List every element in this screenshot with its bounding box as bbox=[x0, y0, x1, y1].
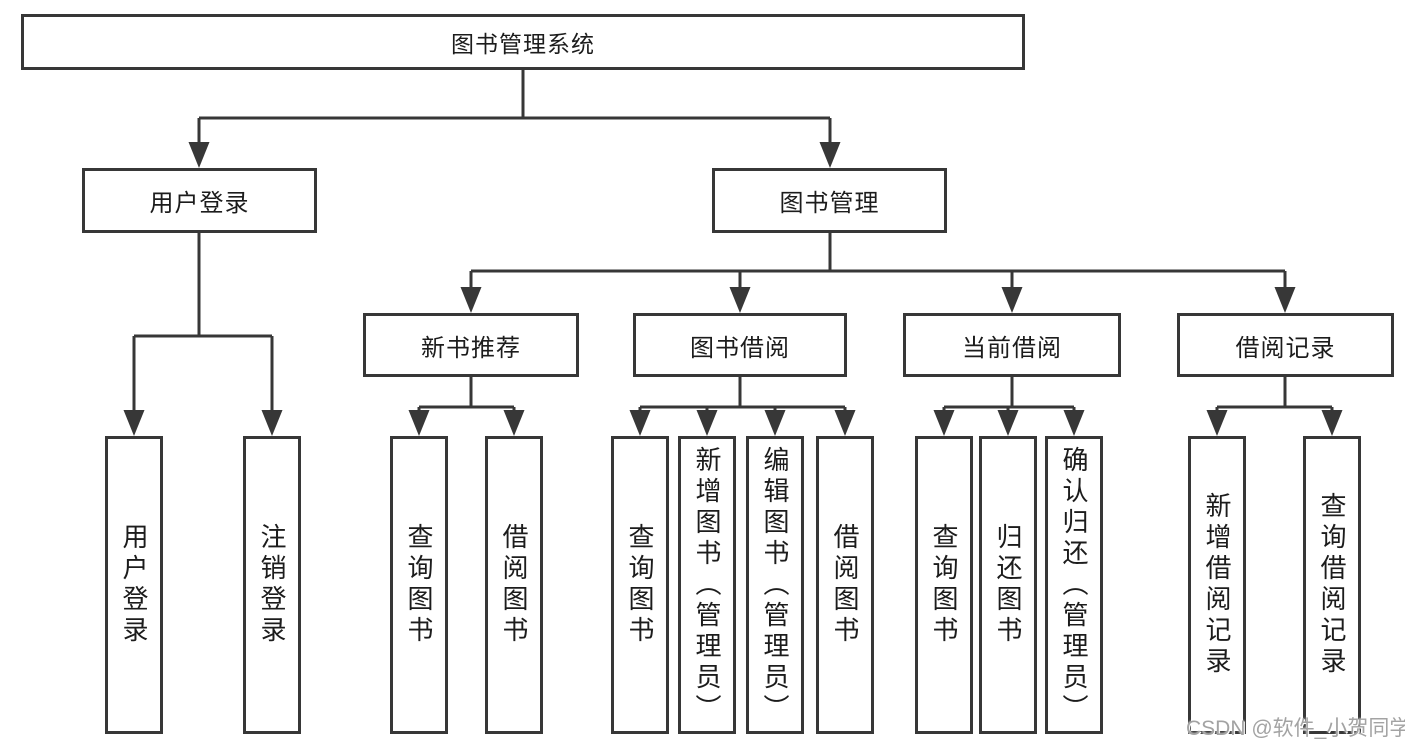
leaf-record-query-record: 查询借阅记录 bbox=[1303, 436, 1361, 734]
node-book-borrowing-label: 图书借阅 bbox=[690, 334, 790, 362]
node-borrowing-records-label: 借阅记录 bbox=[1235, 334, 1336, 362]
leaf-borrow-borrow-book-label: 借阅图书 bbox=[830, 523, 860, 647]
arrowhead bbox=[729, 287, 751, 313]
leaf-borrow-edit-book-admin-label: 编辑图书（管理员） bbox=[760, 445, 790, 725]
node-book-management-label: 图书管理 bbox=[779, 190, 880, 217]
leaf-current-confirm-return-admin: 确认归还（管理员） bbox=[1045, 436, 1103, 734]
leaf-current-query-book-label: 查询图书 bbox=[929, 523, 959, 647]
leaf-borrow-query-book-label: 查询图书 bbox=[625, 523, 655, 647]
connector-new-book-children bbox=[408, 377, 525, 436]
node-borrowing-records: 借阅记录 bbox=[1177, 313, 1394, 377]
arrowhead bbox=[188, 142, 210, 168]
leaf-recommend-borrow-book-label: 借阅图书 bbox=[499, 523, 529, 647]
leaf-recommend-borrow-book: 借阅图书 bbox=[485, 436, 543, 734]
arrowhead bbox=[1321, 410, 1343, 436]
leaf-borrow-query-book: 查询图书 bbox=[611, 436, 669, 734]
arrowhead bbox=[933, 410, 955, 436]
arrowhead bbox=[1274, 287, 1296, 313]
arrowhead bbox=[819, 142, 841, 168]
connector-user-login-children bbox=[123, 233, 283, 436]
leaf-borrow-edit-book-admin: 编辑图书（管理员） bbox=[746, 436, 804, 734]
leaf-borrow-borrow-book: 借阅图书 bbox=[816, 436, 874, 734]
node-current-borrowing: 当前借阅 bbox=[903, 313, 1121, 377]
leaf-current-query-book: 查询图书 bbox=[915, 436, 973, 734]
arrowhead bbox=[629, 410, 651, 436]
arrowhead bbox=[460, 287, 482, 313]
leaf-logout: 注销登录 bbox=[243, 436, 301, 734]
arrowhead bbox=[834, 410, 856, 436]
node-library-system-label: 图书管理系统 bbox=[451, 31, 595, 57]
connector-borrow-record-children bbox=[1206, 377, 1343, 436]
leaf-current-confirm-return-admin-label: 确认归还（管理员） bbox=[1059, 445, 1089, 725]
leaf-borrow-add-book-admin: 新增图书（管理员） bbox=[678, 436, 736, 734]
leaf-current-return-book: 归还图书 bbox=[979, 436, 1037, 734]
leaf-logout-label: 注销登录 bbox=[257, 523, 287, 647]
leaf-current-return-book-label: 归还图书 bbox=[993, 523, 1023, 647]
leaf-borrow-add-book-admin-label: 新增图书（管理员） bbox=[692, 445, 722, 725]
arrowhead bbox=[1001, 287, 1023, 313]
leaf-record-query-record-label: 查询借阅记录 bbox=[1317, 492, 1347, 678]
watermark: CSDN @软件_小贺同学 bbox=[1186, 717, 1405, 740]
arrowhead bbox=[408, 410, 430, 436]
node-new-book-recommend: 新书推荐 bbox=[363, 313, 579, 377]
node-book-management: 图书管理 bbox=[712, 168, 947, 233]
arrowhead bbox=[696, 410, 718, 436]
connector-book-management-to-level3 bbox=[460, 233, 1296, 313]
leaf-user-login: 用户登录 bbox=[105, 436, 163, 734]
node-library-system: 图书管理系统 bbox=[21, 14, 1025, 70]
leaf-record-add-record: 新增借阅记录 bbox=[1188, 436, 1246, 734]
node-book-borrowing: 图书借阅 bbox=[633, 313, 847, 377]
leaf-recommend-query-book-label: 查询图书 bbox=[404, 523, 434, 647]
arrowhead bbox=[997, 410, 1019, 436]
arrowhead bbox=[1063, 410, 1085, 436]
arrowhead bbox=[261, 410, 283, 436]
leaf-record-add-record-label: 新增借阅记录 bbox=[1202, 492, 1232, 678]
connector-book-borrow-children bbox=[629, 377, 856, 436]
connector-current-borrow-children bbox=[933, 377, 1085, 436]
leaf-user-login-label: 用户登录 bbox=[119, 523, 149, 647]
node-new-book-recommend-label: 新书推荐 bbox=[421, 334, 521, 362]
arrowhead bbox=[764, 410, 786, 436]
connector-root-to-level2 bbox=[188, 70, 841, 168]
leaf-recommend-query-book: 查询图书 bbox=[390, 436, 448, 734]
node-user-login-label: 用户登录 bbox=[149, 190, 250, 217]
arrowhead bbox=[123, 410, 145, 436]
arrowhead bbox=[503, 410, 525, 436]
node-current-borrowing-label: 当前借阅 bbox=[962, 334, 1062, 362]
arrowhead bbox=[1206, 410, 1228, 436]
node-user-login: 用户登录 bbox=[82, 168, 317, 233]
